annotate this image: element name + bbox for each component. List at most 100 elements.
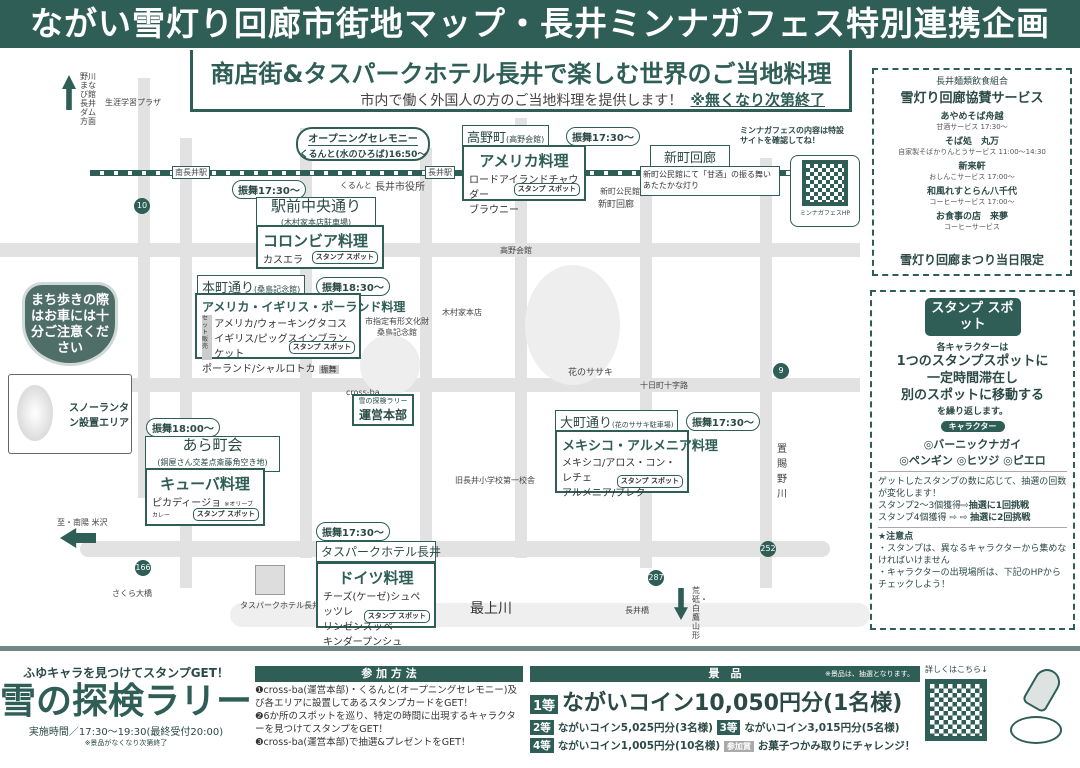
label-school: 旧長井小学校第一校舎 [455, 476, 535, 485]
label-shinmachi-kairo: 新町回廊 [598, 200, 635, 210]
rally-panel: ふゆキャラを見つけてスタンプGET！ 雪の探検ラリー 実施時間／17:30〜19… [0, 650, 252, 768]
cuisine-name: ドイツ料理 [338, 569, 414, 587]
route-10-icon: 10 [134, 198, 150, 214]
spot-america: アメリカ料理 ロードアイランドチャウダー ブラウニー スタンプ スポット [462, 145, 586, 216]
stamp-line: 1つのスタンプスポットに [896, 354, 1049, 369]
rally-period: 実施時間／17:30〜19:30(最終受付20:00) [28, 727, 224, 738]
spot-mexico-armenia: メキシコ・アルメニア料理 メキシコ/アロス・コン・レチェ アルメニア/ブレク ス… [555, 430, 718, 499]
howto-step: ❸cross-ba(運営本部)で抽選&プレゼントをGET！ [255, 737, 471, 748]
note-item: ・キャラクターの出現場所は、下記のHPからチェックしよう！ [878, 568, 1061, 590]
spot-time: 振舞18:00〜 [146, 418, 220, 437]
dish-item: リンゼンズッペ [323, 622, 393, 633]
street-note: (桑島記念館) [254, 285, 301, 294]
prize-rank: 1等 [530, 695, 559, 714]
dish-item: イギリス/ピッグスインブランケット [214, 334, 348, 360]
shinmachi-title: 新町回廊 [650, 145, 730, 168]
spot-colombia: コロンビア料理 カスエラ スタンプ スポット [256, 225, 384, 269]
dish-item: アルメニア/ブレク [562, 488, 646, 499]
sponsor-shop: お食事の店 来夢コーヒーサービス [874, 209, 1070, 232]
stamp-lead: 各キャラクターは [936, 343, 1009, 353]
street-note: (銅屋さん交差点斎藤角空き地) [157, 458, 268, 467]
spot-street: あら町会 (銅屋さん交差点斎藤角空き地) [145, 436, 280, 472]
howto-step: ❶cross-ba(運営本部)・くるんと(オープニングセレモニー)及び各エリアに… [255, 685, 517, 709]
details-qr-link[interactable]: 詳しくはこちら↓ [925, 650, 1000, 768]
dish-note: ※オリーブカレー [152, 501, 253, 519]
rule-condition: スタンプ4個獲得 ⇨ ⇨ [878, 513, 968, 523]
character-label: キャラクター [940, 421, 1005, 432]
spot-time: 振舞17:30〜 [566, 127, 640, 146]
stamp-spot-badge: スタンプ スポット [363, 610, 430, 623]
sponsor-shop: あやめそば舟越甘酒サービス 17:30〜 [874, 109, 1070, 132]
hq-title: 雪の探検ラリー [358, 397, 408, 405]
qr-label: ミンナガフェスHP [799, 210, 851, 217]
stamp-rally-logo [1010, 716, 1062, 744]
prize-text: お菓子つかみ取りにチャレンジ！ [757, 740, 916, 752]
stamp-spot-badge: スタンプ スポット [513, 183, 580, 196]
prize-text: ながいコイン5,025円分(3名様) [557, 722, 713, 734]
rally-title: 雪の探検ラリー [0, 681, 253, 722]
stamp-desc: ゲットしたスタンプの数に応じて、抽選の回数が変化します！ [878, 477, 1067, 499]
dish-item: アメリカ/ウォーキングタコス [214, 319, 347, 330]
minna-qr-link[interactable]: ミンナガフェスHP [790, 155, 860, 227]
banner-note: ※無くなり次第終了 [690, 91, 825, 109]
cuisine-name: メキシコ・アルメニア料理 [562, 439, 718, 454]
label-sasaki: 花のササキ [568, 368, 614, 378]
hq-label: 運営本部 [358, 408, 407, 422]
prizes-note: ※景品は、抽選となります。 [825, 670, 914, 678]
shop-name: そば処 丸万 [944, 137, 999, 147]
shop-service: おしんこサービス 17:00〜 [929, 173, 1015, 181]
street-name: 駅前中央通り [270, 197, 361, 215]
label-nogawa: 置賜野川 [777, 444, 787, 500]
dish-item: ブラウニー [469, 205, 519, 216]
spot-cuba: キューバ料理 ピカディージョ ※オリーブカレー スタンプ スポット [145, 468, 265, 526]
stamp-icon [1021, 664, 1065, 714]
museum-building-icon [525, 265, 620, 385]
stamp-illustration [1010, 650, 1075, 768]
sponsor-shop: 新来軒おしんこサービス 17:00〜 [874, 159, 1070, 182]
minna-note: ミンナガフェスの内容は特設サイトを確認してね！ [740, 126, 844, 145]
dish-item: ロードアイランドチャウダー [469, 175, 579, 201]
shinmachi-line: あたたかな灯り [643, 181, 699, 190]
qr-code-icon [802, 160, 848, 206]
snow-lantern-legend: スノーランタン設置エリア [8, 374, 132, 454]
stamp-spot-badge: スタンプ スポット [311, 251, 378, 264]
north-direction: 野川まなび館 長井ダム方面 [80, 72, 96, 126]
rally-note: ※景品がなくなり次第終了 [84, 739, 168, 747]
label-shinmachi-hall: 新町公民館 [600, 187, 640, 196]
label-sakura-bridge: さくら大橋 [112, 589, 152, 598]
dish-item: キンダープンシュ [323, 637, 403, 648]
shop-service: コーヒーサービス 17:00〜 [929, 198, 1015, 206]
street-name: あら町会 [182, 436, 243, 454]
rally-catch: ふゆキャラを見つけてスタンプGET！ [23, 666, 229, 680]
label-kurunto: くるんと [340, 181, 372, 190]
cuisine-name: コロンビア料理 [263, 232, 369, 250]
south-direction: 荒砥・白鷹 山形 [692, 586, 708, 640]
cuisine-name: キューバ料理 [160, 475, 250, 493]
street-note: (花のササキ駐車場) [612, 421, 674, 429]
sponsor-shop: そば処 丸万自家製そばかりんとうサービス 11:00〜14:30 [874, 134, 1070, 157]
character-list: ◎バーニックナガイ [923, 438, 1022, 451]
shop-service: 自家製そばかりんとうサービス 11:00〜14:30 [898, 148, 1046, 156]
label-crossba: cross-ba [346, 388, 380, 397]
route-9-icon: 9 [773, 363, 789, 379]
dish-item: メキシコ/アロス・コン・レチェ [562, 458, 676, 484]
banner-headline: 商店街&タスパークホテル長井で楽しむ世界のご当地料理 [210, 60, 832, 88]
page-title: ながい雪灯り回廊市街地マップ・長井ミンナガフェス特別連携企画 [0, 0, 1080, 48]
notes-title: ★注意点 [878, 532, 914, 542]
spot-america-uk-poland: アメリカ・イギリス・ポーランド料理 セット販売アメリカ/ウォーキングタコスイギリ… [195, 293, 406, 375]
qr-code-icon [925, 679, 987, 741]
character-list: ◎ペンギン ◎ヒツジ ◎ピエロ [878, 452, 1067, 472]
stamp-tail: を繰り返します。 [936, 407, 1009, 417]
dish-item: ポーランド/シャルロトカ [202, 364, 316, 375]
lantern-area-icon [17, 385, 53, 441]
rally-hq: 雪の探検ラリー 運営本部 [352, 394, 414, 426]
spot-time: 振舞17:30〜 [316, 522, 390, 541]
prize-rank: 参加賞 [723, 741, 754, 752]
howto-title: 参 加 方 法 [255, 666, 523, 682]
prize-1: 1等ながいコイン10,050円分(1名様) [530, 685, 920, 717]
dish-item: ピカディージョ [152, 498, 222, 509]
prize-rank: 2等 [530, 720, 554, 735]
cuisine-name: アメリカ・イギリス・ポーランド料理 [202, 300, 406, 314]
kuwajima-building-icon [360, 335, 420, 395]
street-note: (木村家本店駐車場) [280, 218, 352, 227]
